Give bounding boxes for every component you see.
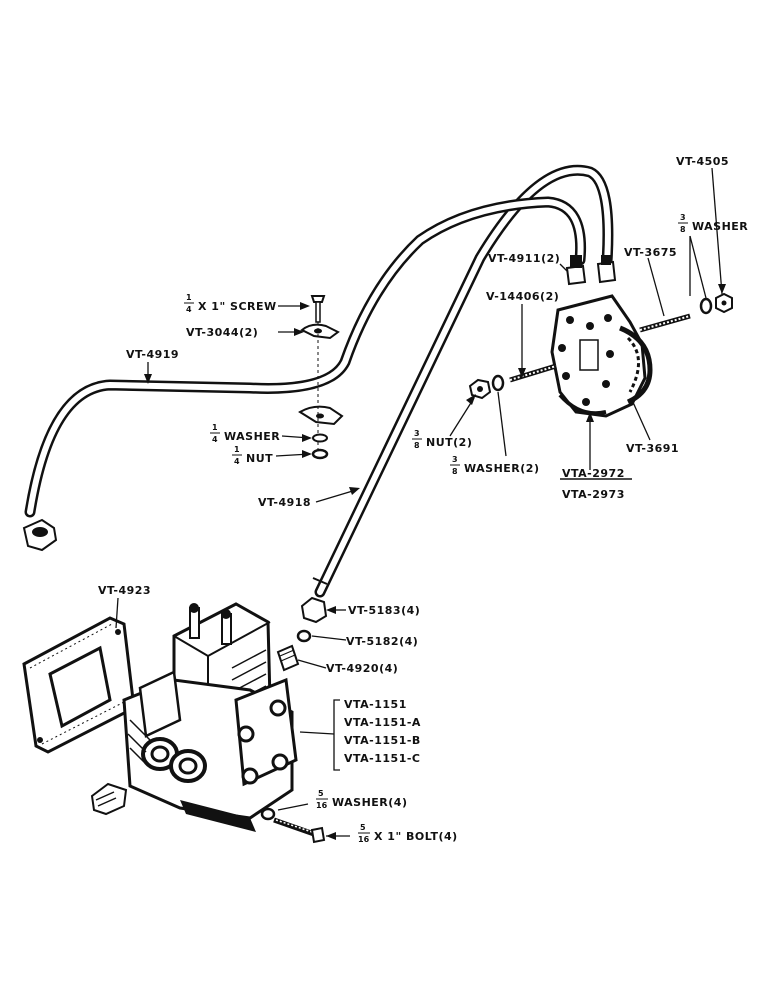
label-vt-5182: VT-5182(4) (346, 635, 418, 648)
fitting-vt-5183 (300, 596, 328, 624)
stud-v-14406 (509, 363, 557, 383)
label-vta-1151-b: VTA-1151-B (344, 734, 421, 747)
label-vt-4919: VT-4919 (126, 348, 179, 361)
nut-vt-4505 (715, 292, 733, 314)
label-bolt-516-den: 16 (358, 835, 370, 844)
gasket-vt-4923 (22, 616, 136, 754)
label-washer-14: WASHER (224, 430, 280, 443)
washer-1-4 (312, 433, 328, 443)
label-nut-38-den: 8 (414, 441, 420, 450)
tube-vt-4919 (24, 196, 587, 518)
stud-vt-3675 (639, 313, 691, 333)
label-vt-4911: VT-4911(2) (488, 252, 560, 265)
label-vta-2973: VTA-2973 (562, 488, 625, 501)
label-washer-38-den: 8 (452, 467, 458, 476)
label-nut-38: NUT(2) (426, 436, 472, 449)
clip-vt-3044-upper (300, 323, 340, 340)
fitting-vt-4911-left (565, 255, 587, 286)
label-nut-14-num: 1 (234, 445, 240, 454)
bolt-5-16 (273, 817, 326, 844)
label-vt-3675: VT-3675 (624, 246, 677, 259)
label-vt-3044: VT-3044(2) (186, 326, 258, 339)
label-washer-516-den: 16 (316, 801, 328, 810)
label-washer-14-num: 1 (212, 423, 218, 432)
label-vt-4505: VT-4505 (676, 155, 729, 168)
label-nut-14-den: 4 (234, 457, 240, 466)
label-vta-1151-a: VTA-1151-A (344, 716, 421, 729)
label-nut-14: NUT (246, 452, 273, 465)
label-screw-num: 1 (186, 293, 192, 302)
washer-3-8 (491, 374, 505, 392)
label-vt-5183: VT-5183(4) (348, 604, 420, 617)
clip-vt-3044-lower (298, 405, 344, 426)
nut-3-8 (468, 378, 492, 400)
label-screw-den: 4 (186, 305, 192, 314)
label-washer-38-top-den: 8 (680, 225, 686, 234)
label-washer-516-num: 5 (318, 789, 324, 798)
label-vta-1151: VTA-1151 (344, 698, 407, 711)
fitting-vt-4911-right (596, 255, 617, 284)
label-washer-38-top-num: 3 (680, 213, 686, 222)
label-vt-4923: VT-4923 (98, 584, 151, 597)
label-washer-14-den: 4 (212, 435, 218, 444)
screw-1-4 (310, 295, 326, 323)
washer-3-8-top (699, 297, 713, 315)
label-washer-38: WASHER(2) (464, 462, 539, 475)
label-vt-4920: VT-4920(4) (326, 662, 398, 675)
label-v-14406: V-14406(2) (486, 290, 559, 303)
label-washer-38-num: 3 (452, 455, 458, 464)
pump-vta-1151 (122, 602, 298, 832)
label-bolt-516: X 1" BOLT(4) (374, 830, 458, 843)
leader-lines (115, 167, 726, 840)
label-washer-516: WASHER(4) (332, 796, 407, 809)
pipe-plug (90, 782, 128, 816)
label-vt-4918: VT-4918 (258, 496, 311, 509)
label-nut-38-num: 3 (414, 429, 420, 438)
plug-fitting (22, 518, 58, 552)
tube-vt-4918 (312, 164, 614, 598)
sleeve-vt-5182 (296, 629, 312, 643)
washer-5-16 (260, 807, 276, 821)
label-vta-1151-c: VTA-1151-C (344, 752, 421, 765)
label-bolt-516-num: 5 (360, 823, 366, 832)
label-vta-2972: VTA-2972 (562, 467, 625, 480)
label-screw: X 1" SCREW (198, 300, 277, 313)
label-washer-38-top: WASHER (692, 220, 748, 233)
nut-1-4 (311, 448, 329, 460)
fitting-vt-4920 (276, 644, 300, 672)
pump-vta-2972 (550, 294, 653, 418)
label-vt-3691: VT-3691 (626, 442, 679, 455)
